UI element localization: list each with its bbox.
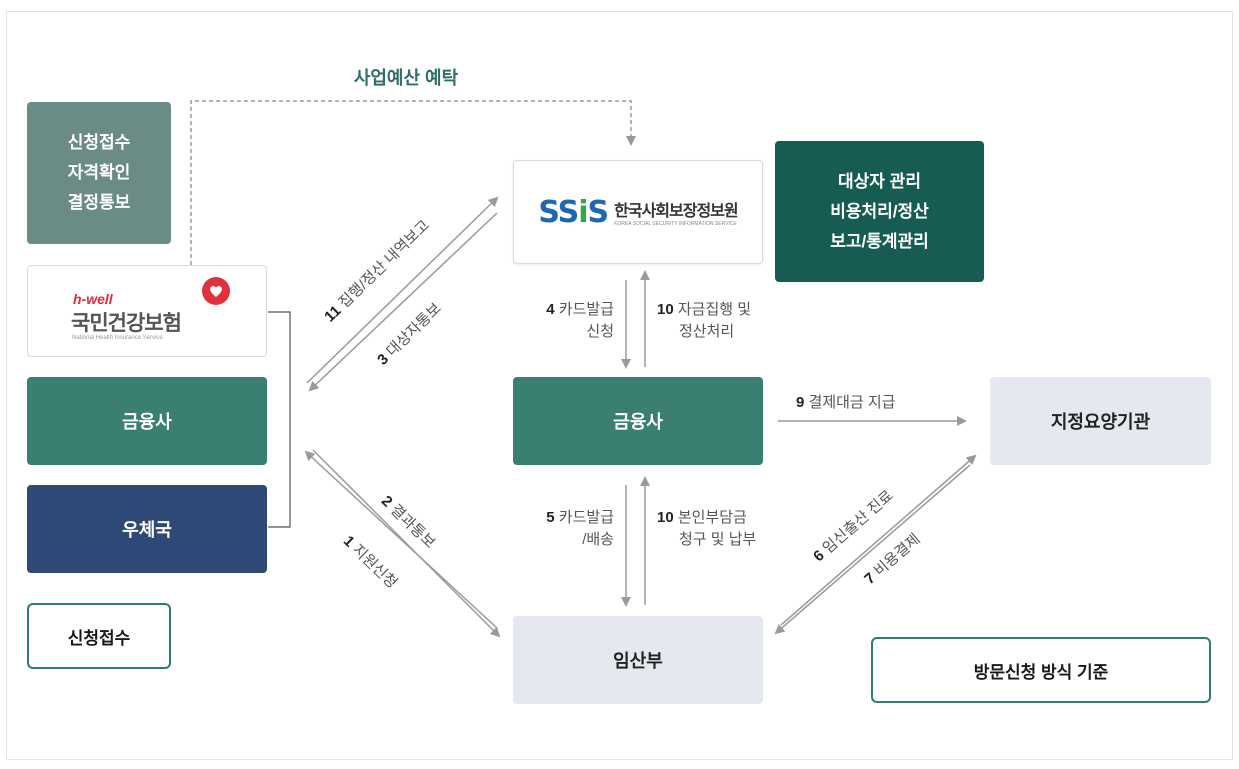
- ssis-logo-box: SSiS 한국사회보장정보원 KOREA SOCIAL SECURITY INF…: [513, 160, 763, 264]
- nhis-wordmark: h-well: [73, 291, 113, 307]
- budget-dashed-arrow: [190, 100, 636, 265]
- step-5-line2: /배송: [582, 531, 614, 548]
- management-box: 대상자 관리 비용처리/정산 보고/통계관리: [775, 141, 984, 282]
- nhis-english-name: National Health Insurance Service: [72, 335, 163, 341]
- center-finance-box: 금융사: [513, 377, 763, 465]
- gray-box-line-2: 자격확인: [67, 163, 131, 182]
- ssis-mark-letter: S: [538, 194, 558, 230]
- step-4-line1: 카드발급: [558, 301, 614, 318]
- step-4-num: 4: [546, 301, 555, 318]
- arrow-1: [312, 449, 501, 638]
- heart-icon: [202, 277, 230, 305]
- arrow-3: [308, 212, 498, 392]
- ssis-mark-letter: S: [557, 194, 580, 230]
- step-9-num: 9: [796, 394, 805, 411]
- step-10b-num: 10: [657, 509, 674, 526]
- budget-label: 사업예산 예탁: [353, 68, 459, 88]
- step-10b-line1: 본인부담금: [677, 509, 747, 526]
- ssis-mark-letter: S: [587, 194, 610, 230]
- step-5-num: 5: [546, 509, 555, 526]
- left-bracket: [268, 311, 291, 528]
- step-10a-num: 10: [657, 301, 674, 318]
- gray-box-line-3: 결정통보: [67, 193, 131, 212]
- gray-box-line-1: 신청접수: [67, 133, 131, 152]
- manage-line-1: 대상자 관리: [838, 171, 921, 191]
- step-10b-label: 10 본인부담금 청구 및 납부: [657, 507, 756, 551]
- ssis-english-name: KOREA SOCIAL SECURITY INFORMATION SERVIC…: [614, 221, 737, 227]
- arrow-6: [780, 454, 977, 626]
- step-9-label: 9 결제대금 지급: [796, 392, 895, 414]
- ssis-logo: SSiS 한국사회보장정보원 KOREA SOCIAL SECURITY INF…: [538, 194, 738, 230]
- step-4-label: 4 카드발급 신청: [519, 299, 614, 343]
- arrow-11: [306, 196, 499, 384]
- step-5-line1: 카드발급: [558, 509, 614, 526]
- manage-line-2: 비용처리/정산: [830, 201, 929, 221]
- ssis-mark: SSiS: [538, 194, 610, 230]
- arrow-7: [774, 464, 971, 635]
- step-10a-label: 10 자금집행 및 정산처리: [657, 299, 751, 343]
- care-institution-box: 지정요양기관: [990, 377, 1211, 465]
- nhis-korean-name: 국민건강보험: [71, 312, 182, 335]
- nhis-logo-box: h-well 국민건강보험 National Health Insurance …: [27, 265, 267, 357]
- step-10a-line1: 자금집행 및: [677, 301, 752, 318]
- step-4-line2: 신청: [586, 323, 614, 340]
- ssis-name-block: 한국사회보장정보원 KOREA SOCIAL SECURITY INFORMAT…: [614, 197, 738, 227]
- step-9-text: 결제대금 지급: [808, 394, 896, 411]
- step-5-label: 5 카드발급 /배송: [519, 507, 614, 551]
- step-10b-line2: 청구 및 납부: [679, 531, 757, 548]
- post-office-box: 우체국: [27, 485, 267, 573]
- pregnant-woman-box: 임산부: [513, 616, 763, 704]
- ssis-korean-name: 한국사회보장정보원: [614, 203, 738, 220]
- visit-basis-tag: 방문신청 방식 기준: [871, 637, 1211, 703]
- ssis-mark-letter: i: [578, 194, 588, 230]
- step-10a-line2: 정산처리: [679, 323, 735, 340]
- apply-tag: 신청접수: [27, 603, 171, 669]
- apply-verify-notify-box: 신청접수 자격확인 결정통보: [27, 102, 171, 244]
- manage-line-3: 보고/통계관리: [830, 231, 929, 251]
- arrow-2: [304, 450, 498, 629]
- left-finance-box: 금융사: [27, 377, 267, 465]
